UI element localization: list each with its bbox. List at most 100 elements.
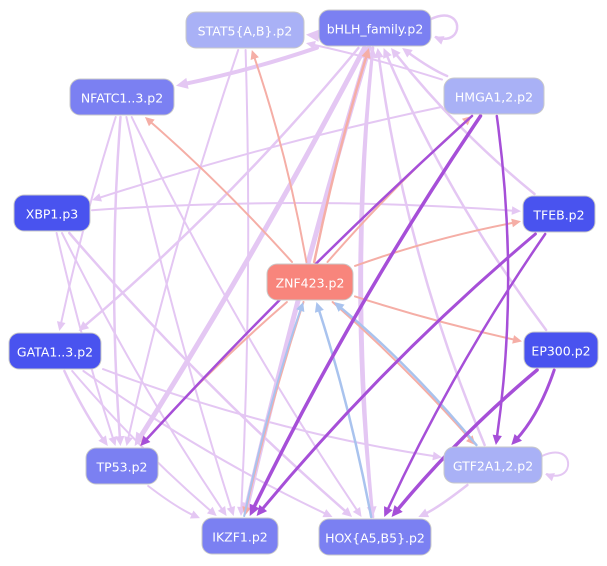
edge-gata-hox xyxy=(82,370,328,516)
edge-znf423-tfeb-arrowhead xyxy=(511,218,521,228)
edge-ep300-bhlh-arrowhead xyxy=(383,48,392,59)
edge-xbp1-tfeb xyxy=(91,202,516,212)
edge-hmga-stat5-arrowhead xyxy=(306,40,316,50)
edge-tfeb-ikzf1-arrowhead xyxy=(256,504,268,516)
edge-hmga-stat5 xyxy=(311,43,443,81)
edge-gata-tp53 xyxy=(63,369,106,442)
node-tp53-box[interactable] xyxy=(85,447,159,485)
edge-gata-tp53-arrowhead xyxy=(98,435,108,446)
edge-ep300-gtf2a-arrowhead xyxy=(511,433,522,445)
node-stat5-box[interactable] xyxy=(185,11,305,49)
edge-gtf2a-bhlh-arrowhead xyxy=(374,48,384,59)
edge-hmga-xbp1 xyxy=(97,105,443,200)
edge-hmga-gtf2a xyxy=(495,114,510,440)
node-ep300[interactable]: EP300.p2 xyxy=(523,331,599,369)
edge-hox-znf423 xyxy=(317,307,373,519)
edge-stat5-ikzf1 xyxy=(240,49,250,511)
edge-xbp1-hox-arrowhead xyxy=(341,507,353,517)
edge-nfatc-tp53-arrowhead xyxy=(115,435,125,446)
node-gtf2a[interactable]: GTF2A1,2.p2 xyxy=(443,446,543,484)
edge-bhlh-tp53 xyxy=(137,45,367,441)
edge-gata-gtf2a-arrowhead xyxy=(432,451,442,461)
edge-gtf2a-hox-arrowhead xyxy=(418,508,430,518)
edge-znf423-stat5-arrowhead xyxy=(250,50,259,61)
edge-ikzf1-znf423-arrowhead xyxy=(296,302,305,313)
edge-stat5-tp53-arrowhead xyxy=(124,436,133,446)
edge-hmga-bhlh-arrowhead xyxy=(402,48,413,58)
edge-ep300-hox-arrowhead xyxy=(391,505,403,517)
node-ep300-box[interactable] xyxy=(523,331,599,369)
node-xbp1-box[interactable] xyxy=(13,194,91,232)
edge-hmga-gtf2a-arrowhead xyxy=(492,434,502,445)
edge-hmga-tp53-arrowhead xyxy=(140,435,151,446)
node-gata-box[interactable] xyxy=(8,332,102,370)
node-stat5[interactable]: STAT5{A,B}.p2 xyxy=(185,11,305,49)
node-tfeb-box[interactable] xyxy=(522,195,596,233)
edge-gtf2a-hox xyxy=(423,483,469,516)
node-gata[interactable]: GATA1..3.p2 xyxy=(8,332,102,370)
node-hox[interactable]: HOX{A5,B5}.p2 xyxy=(318,518,432,556)
edge-znf423-ep300 xyxy=(354,295,517,341)
edge-xbp1-tfeb-arrowhead xyxy=(511,206,521,215)
edge-znf423-nfatc-arrowhead xyxy=(144,117,155,127)
edge-nfatc-ikzf1 xyxy=(125,116,233,511)
node-tp53[interactable]: TP53.p2 xyxy=(85,447,159,485)
node-znf423[interactable]: ZNF423.p2 xyxy=(266,263,354,301)
edge-tfeb-bhlh-arrowhead xyxy=(390,48,401,59)
edge-gtf2a-znf423 xyxy=(338,305,478,447)
edge-nfatc-hox xyxy=(130,116,359,513)
node-bhlh-box[interactable] xyxy=(318,9,432,47)
node-znf423-box[interactable] xyxy=(266,263,354,301)
node-gtf2a-box[interactable] xyxy=(443,446,543,484)
edge-xbp1-ikzf1 xyxy=(61,232,224,512)
node-xbp1[interactable]: XBP1.p3 xyxy=(13,194,91,232)
node-nfatc[interactable]: NFATC1..3.p2 xyxy=(69,78,175,116)
edge-gtf2a-self xyxy=(541,451,570,477)
edge-znf423-hmga xyxy=(326,119,468,263)
node-hox-box[interactable] xyxy=(318,518,432,556)
edge-bhlh-self-arrowhead xyxy=(434,36,445,45)
edge-ep300-bhlh xyxy=(385,53,548,332)
edge-xbp1-hox xyxy=(68,231,349,514)
edge-nfatc-hox-arrowhead xyxy=(352,507,362,517)
edge-hmga-xbp1-arrowhead xyxy=(92,193,103,202)
edge-bhlh-nfatc xyxy=(182,45,319,87)
edge-znf423-gtf2a xyxy=(331,301,473,442)
edge-xbp1-ikzf1-arrowhead xyxy=(217,506,227,516)
edge-gtf2a-self-arrowhead xyxy=(545,473,555,482)
node-hmga[interactable]: HMGA1,2.p2 xyxy=(443,77,545,115)
edge-znf423-nfatc xyxy=(148,120,293,263)
edge-hmga-ikzf1-arrowhead xyxy=(249,503,260,516)
edge-gata-hox-arrowhead xyxy=(322,509,333,518)
edge-nfatc-ikzf1-arrowhead xyxy=(226,506,236,516)
edge-ep300-hox xyxy=(394,368,539,513)
edge-bhlh-nfatc-arrowhead xyxy=(176,77,189,89)
node-nfatc-box[interactable] xyxy=(69,78,175,116)
edge-nfatc-gata-arrowhead xyxy=(56,321,66,331)
edge-gtf2a-znf423-arrowhead xyxy=(334,302,345,312)
node-bhlh[interactable]: bHLH_family.p2 xyxy=(318,9,432,47)
edge-ikzf1-znf423 xyxy=(243,307,303,517)
edge-znf423-bhlh xyxy=(312,53,369,264)
edge-znf423-stat5 xyxy=(252,55,308,263)
edge-bhlh-stat5-arrowhead xyxy=(306,29,320,42)
edge-tfeb-ikzf1 xyxy=(259,232,537,512)
edge-gtf2a-bhlh xyxy=(377,53,486,447)
node-ikzf1[interactable]: IKZF1.p2 xyxy=(201,517,279,555)
node-hmga-box[interactable] xyxy=(443,77,545,115)
edge-gata-ikzf1-arrowhead xyxy=(206,506,217,516)
edge-bhlh-self xyxy=(429,14,459,40)
edge-znf423-bhlh-arrowhead xyxy=(361,48,371,59)
edge-hmga-ikzf1 xyxy=(251,114,483,511)
edge-hox-znf423-arrowhead xyxy=(314,302,324,313)
node-ikzf1-box[interactable] xyxy=(201,517,279,555)
edge-gata-ikzf1 xyxy=(71,370,213,513)
edge-znf423-ep300-arrowhead xyxy=(512,335,522,344)
edge-hmga-bhlh xyxy=(406,50,449,78)
edge-hox-bhlh xyxy=(360,53,375,519)
edge-tp53-ikzf1 xyxy=(147,485,196,517)
edge-stat5-tp53 xyxy=(126,49,240,441)
node-tfeb[interactable]: TFEB.p2 xyxy=(522,195,596,233)
